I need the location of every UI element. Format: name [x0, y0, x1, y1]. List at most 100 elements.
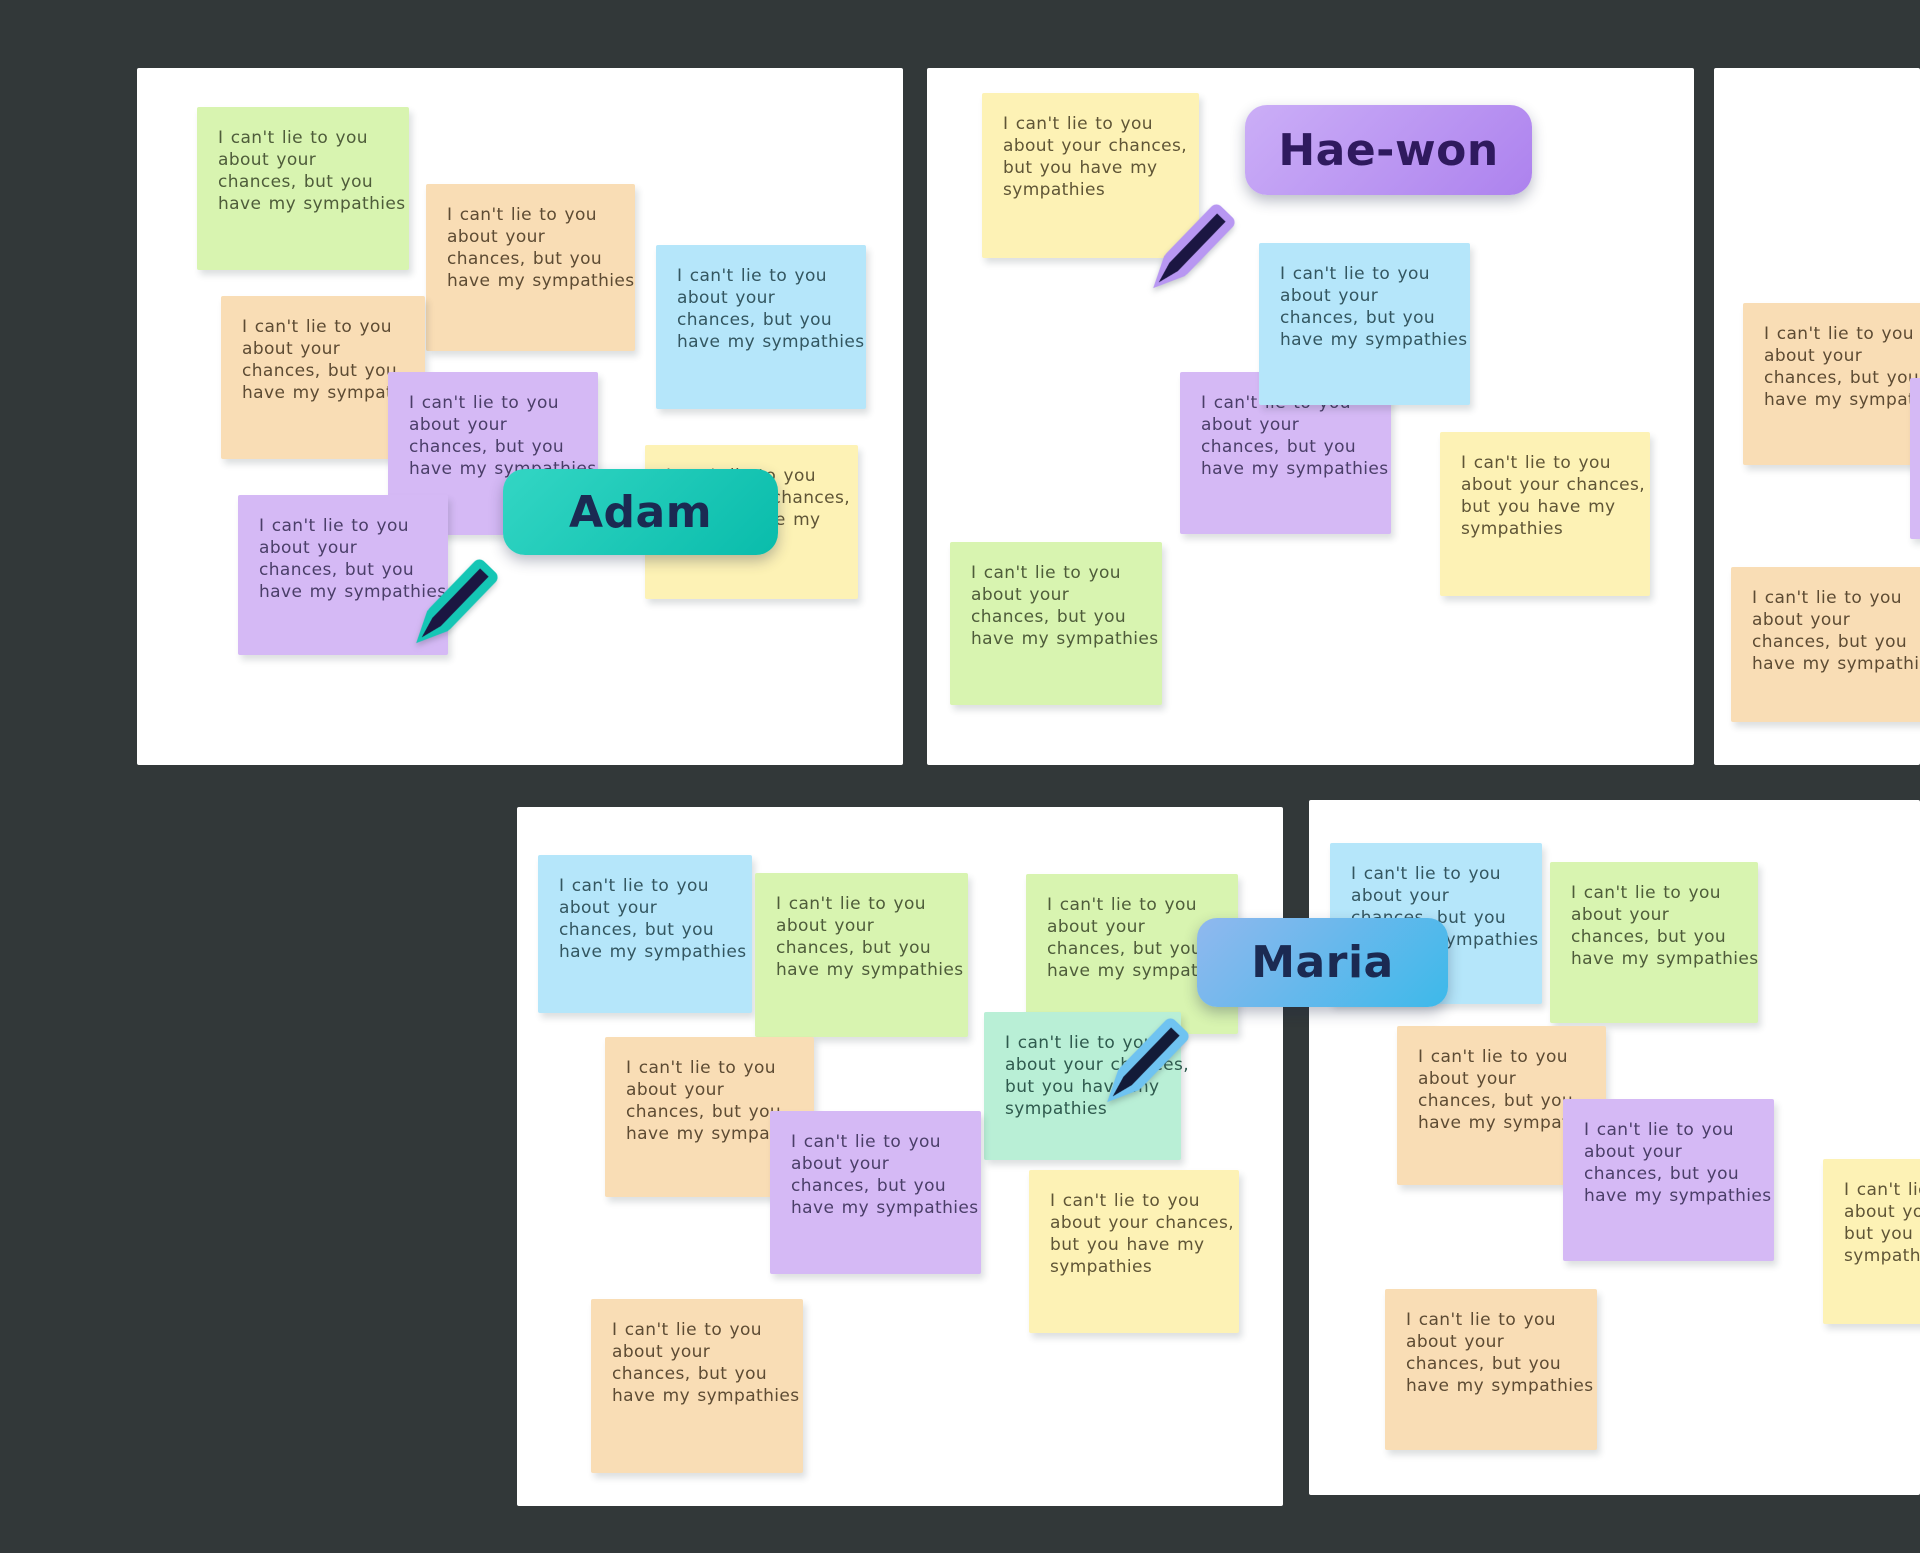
sticky-note-text-line: about your [1752, 610, 1851, 630]
sticky-note-text-line: sympathies [1844, 1246, 1920, 1266]
sticky-note-text-line: about your [242, 339, 341, 359]
pen-cursor-icon [403, 553, 503, 657]
sticky-note-text-line: about your [971, 585, 1070, 605]
pen-cursor-icon [1139, 194, 1241, 306]
sticky-note-text-line: have my sympathies [242, 383, 430, 403]
sticky-note-text-line: sympathies [1050, 1257, 1153, 1277]
sticky-note-text-line: have my sympathies [1584, 1186, 1772, 1206]
sticky-note-text-line: chances, but you [218, 172, 374, 192]
sticky-note-text-line: chances, but you [677, 310, 833, 330]
sticky-note-text-line: I can't lie to you [559, 876, 709, 896]
sticky-note-text-line: but you have my [1844, 1224, 1920, 1244]
sticky-note-text-line: have my sympathies [559, 942, 747, 962]
sticky-note-text-line: I can't lie to you [971, 563, 1121, 583]
sticky-note-text-line: but you have my [1461, 497, 1616, 517]
sticky-note-text-line: have my sympathies [1280, 330, 1468, 350]
sticky-note-text-line: have my sympathies [1764, 390, 1920, 410]
sticky-note-text-line: about your [559, 898, 658, 918]
name-tag-label: Hae-won [1278, 124, 1499, 176]
sticky-note-text-line: about your [259, 538, 358, 558]
sticky-note-text-line: I can't lie to you [1584, 1120, 1734, 1140]
sticky-note-text-line: about your [1571, 905, 1670, 925]
sticky-note-text-line: have my sympathies [626, 1124, 814, 1144]
sticky-note-text-line: I can't lie to you [1418, 1047, 1568, 1067]
sticky-note-text-line: I can't lie to you [791, 1132, 941, 1152]
sticky-note-text-line: chances, but you [1752, 632, 1908, 652]
sticky-note-text-line: I can't lie to you [1752, 588, 1902, 608]
sticky-note-text-line: I can't lie to you [1005, 1033, 1155, 1053]
sticky-note-text-line: chances, but you [791, 1176, 947, 1196]
sticky-note-text-line: have my sympathies [259, 582, 447, 602]
name-tag-label: Adam [568, 486, 713, 538]
sticky-note-text-line: I can't lie to you [1003, 114, 1153, 134]
sticky-note-text-line: about your [1406, 1332, 1505, 1352]
name-tag-adam[interactable]: Adam [503, 469, 778, 555]
sticky-note-text-line: about your [1764, 346, 1863, 366]
sticky-note-text-line: about your chances, [1003, 136, 1188, 156]
sticky-note-text-line: about your [447, 227, 546, 247]
sticky-note-text-line: chances, but you [242, 361, 398, 381]
sticky-note-text-line: have my sympathies [776, 960, 964, 980]
sticky-note-text-line: I can't lie to you [776, 894, 926, 914]
sticky-note-text-line: I can't lie to you [612, 1320, 762, 1340]
name-tag-maria[interactable]: Maria [1197, 918, 1448, 1007]
sticky-note-text-line: have my sympathies [971, 629, 1159, 649]
name-tag-hae-won[interactable]: Hae-won [1245, 105, 1532, 195]
sticky-note-text-line: have my sympathies [677, 332, 865, 352]
sticky-note-text-line: about your [791, 1154, 890, 1174]
sticky-note-text-line: sympathies [1005, 1099, 1108, 1119]
sticky-note-text-line: have my sympathies [1406, 1376, 1594, 1396]
sticky-note-text-line: chances, but you [1418, 1091, 1574, 1111]
sticky-note-text-line: I can't lie to you [1764, 324, 1914, 344]
sticky-note-text-line: about your [1201, 415, 1300, 435]
sticky-note-text-line: I can't lie to you [677, 266, 827, 286]
sticky-note-text-line: about your [409, 415, 508, 435]
sticky-note-text-line: about your chances, [1844, 1202, 1920, 1222]
sticky-note-text-line: I can't lie to you [409, 393, 559, 413]
sticky-note-text-line: chances, but you [971, 607, 1127, 627]
sticky-note-text-line: have my sympathies [218, 194, 406, 214]
sticky-note-text-line: I can't lie to you [259, 516, 409, 536]
sticky-note-text-line: have my sympathies [1047, 961, 1235, 981]
sticky-note-text-line: have my sympathies [1418, 1113, 1606, 1133]
sticky-note-text-line: about your chances, [1050, 1213, 1235, 1233]
sticky-note-text-line: have my sympathies [1571, 949, 1759, 969]
sticky-note-text-line: I can't lie to you [1406, 1310, 1556, 1330]
sticky-note-text-line: have my sympathies [612, 1386, 800, 1406]
sticky-note-text-line: sympathies [1461, 519, 1564, 539]
sticky-note-text-line: about your [1047, 917, 1146, 937]
sticky-note-text-line: chances, but you [1571, 927, 1727, 947]
sticky-note-text-line: I can't lie to you [1351, 864, 1501, 884]
sticky-note-text-line: about your [626, 1080, 725, 1100]
sticky-note-text-line: chances, but you [1280, 308, 1436, 328]
sticky-note-text-line: I can't lie to you [1571, 883, 1721, 903]
sticky-note-text-line: but you have my [1003, 158, 1158, 178]
sticky-note-text-line: about your [776, 916, 875, 936]
